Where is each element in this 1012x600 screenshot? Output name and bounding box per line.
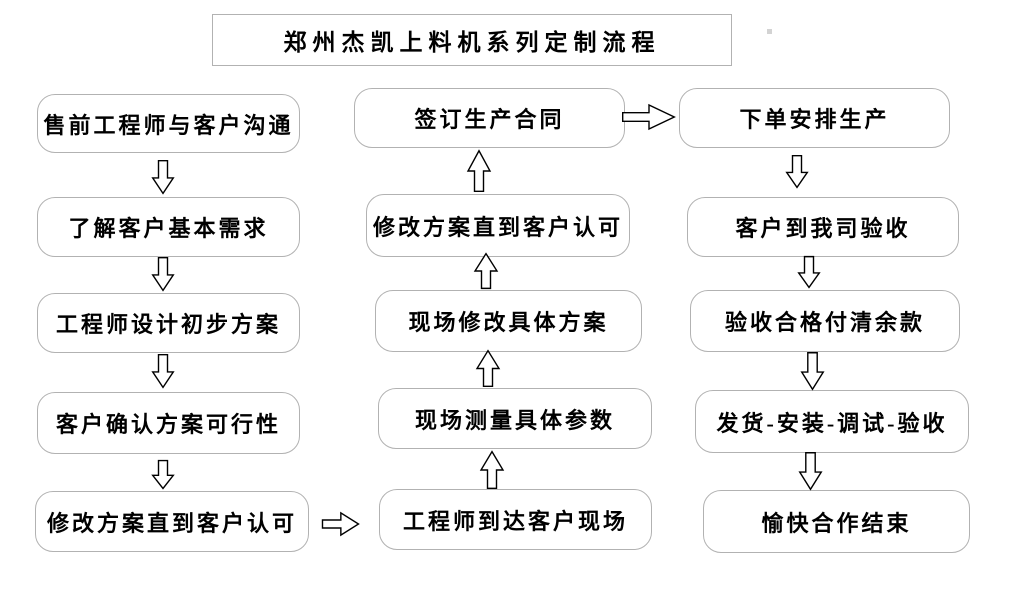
block-arrow-down-icon [798,255,820,289]
block-arrow-right-icon [622,104,675,130]
block-arrow-down-icon [798,452,823,490]
node-engineer-arrives-site: 工程师到达客户现场 [379,489,652,550]
node-sign-production-contract: 签订生产合同 [354,88,625,148]
node-happy-cooperation-end: 愉快合作结束 [703,490,970,553]
node-customer-acceptance-visit: 客户到我司验收 [687,197,959,257]
node-customer-confirm-feasibility: 客户确认方案可行性 [37,392,300,454]
block-arrow-up-icon [467,150,491,192]
anchor-dot [767,29,772,34]
block-arrow-down-icon [151,353,175,389]
block-arrow-down-icon [151,459,175,490]
block-arrow-down-icon [151,159,175,195]
diagram-title: 郑州杰凯上料机系列定制流程 [212,14,732,66]
block-arrow-up-icon [480,450,504,490]
block-arrow-up-icon [476,349,500,388]
node-onsite-revise-plan: 现场修改具体方案 [375,290,642,352]
node-understand-basic-needs: 了解客户基本需求 [37,197,300,257]
node-pay-balance-after-acceptance: 验收合格付清余款 [690,290,960,352]
block-arrow-up-icon [474,252,498,290]
block-arrow-down-icon [151,256,175,292]
block-arrow-down-icon [786,154,808,189]
node-presales-communication: 售前工程师与客户沟通 [37,94,300,153]
block-arrow-right-icon [321,512,360,536]
node-ship-install-debug-accept: 发货-安装-调试-验收 [695,390,969,453]
node-revise-until-approved-left: 修改方案直到客户认可 [35,491,309,552]
node-onsite-measure-parameters: 现场测量具体参数 [378,388,652,449]
node-place-order-production: 下单安排生产 [679,88,950,148]
node-revise-until-approved-mid: 修改方案直到客户认可 [366,194,630,257]
node-engineer-initial-design: 工程师设计初步方案 [37,293,300,353]
block-arrow-down-icon [800,352,825,390]
